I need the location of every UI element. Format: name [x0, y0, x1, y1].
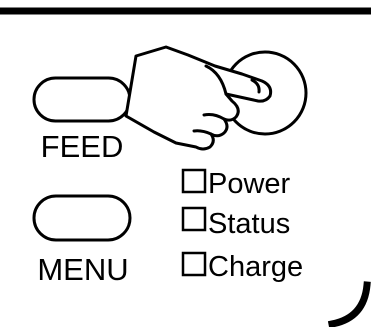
indicator-power: Power: [183, 168, 291, 200]
power-indicator-box: [183, 170, 205, 192]
feed-label: FEED: [41, 129, 124, 164]
power-label: Power: [208, 168, 291, 200]
status-label: Status: [208, 208, 290, 240]
menu-button[interactable]: [34, 196, 130, 240]
menu-label: MENU: [37, 252, 128, 287]
status-indicator-box: [183, 208, 205, 230]
indicator-charge: Charge: [183, 251, 303, 283]
charge-label: Charge: [208, 251, 303, 283]
charge-indicator-box: [183, 253, 205, 275]
indicator-status: Status: [183, 208, 290, 240]
feed-button[interactable]: [34, 78, 130, 121]
